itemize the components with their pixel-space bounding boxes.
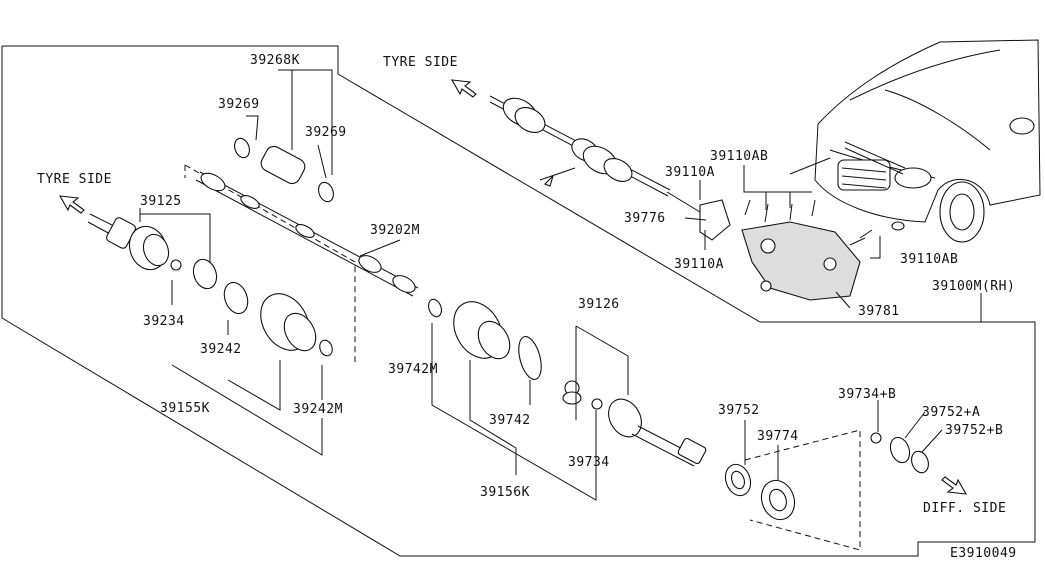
boot-kit-parts <box>234 137 334 203</box>
part-label-39202m: 39202M <box>370 223 420 238</box>
leader-lines <box>139 69 943 501</box>
bracket-assembly <box>666 191 873 301</box>
part-label-39752-a: 39752+A <box>922 405 980 420</box>
vehicle-outline <box>814 39 1041 243</box>
part-label-39734-b: 39734+B <box>838 387 896 402</box>
part-label-39110a-bottom: 39110A <box>674 257 724 272</box>
part-label-39126: 39126 <box>578 297 620 312</box>
part-label-39242: 39242 <box>200 342 242 357</box>
part-label-39156k: 39156K <box>480 485 530 500</box>
diff-side-label: DIFF. SIDE <box>923 501 1006 516</box>
part-label-39110ab-top: 39110AB <box>710 149 768 164</box>
part-label-39269-left: 39269 <box>218 97 260 112</box>
outer-cv-joint <box>87 213 333 357</box>
part-label-39269-right: 39269 <box>305 125 347 140</box>
part-label-39742: 39742 <box>489 413 531 428</box>
part-label-39155k: 39155K <box>160 401 210 416</box>
part-label-39734: 39734 <box>568 455 610 470</box>
tyre-side-arrow-left <box>58 195 85 214</box>
tyre-side-label-top: TYRE SIDE <box>383 55 458 70</box>
bearing-parts <box>724 429 929 551</box>
assembly-frame <box>1 45 1036 557</box>
part-label-39774: 39774 <box>757 429 799 444</box>
reference-code: E3910049 <box>950 546 1017 561</box>
part-label-39234: 39234 <box>143 314 185 329</box>
part-label-39110a-top: 39110A <box>665 165 715 180</box>
part-label-39268k: 39268K <box>250 53 300 68</box>
diff-side-arrow <box>941 476 968 495</box>
part-label-39781: 39781 <box>858 304 900 319</box>
part-label-39125: 39125 <box>140 194 182 209</box>
drive-shaft-bar <box>195 171 419 297</box>
tyre-side-arrow-top <box>450 79 477 98</box>
part-label-39242m: 39242M <box>293 402 343 417</box>
inner-boot-parts <box>428 298 542 380</box>
inner-joint <box>562 380 707 467</box>
part-label-39776: 39776 <box>624 211 666 226</box>
part-label-39752: 39752 <box>718 403 760 418</box>
complete-drive-shaft-upper <box>489 95 831 197</box>
part-label-39100m-rh: 39100M(RH) <box>932 279 1015 294</box>
part-label-39742m: 39742M <box>388 362 438 377</box>
part-label-39752-b: 39752+B <box>945 423 1003 438</box>
tyre-side-label-left: TYRE SIDE <box>37 172 112 187</box>
part-label-39110ab-right: 39110AB <box>900 252 958 267</box>
